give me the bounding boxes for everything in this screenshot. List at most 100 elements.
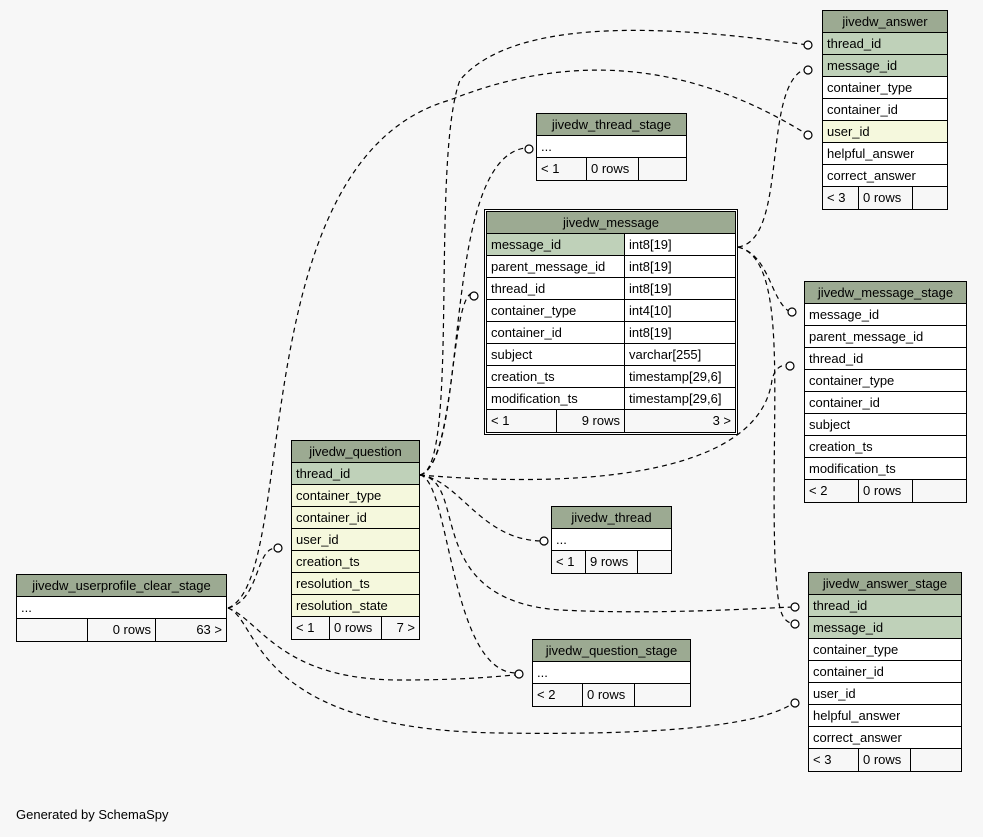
row-count: 0 rows (330, 617, 382, 639)
edge-question-thread (419, 474, 543, 542)
parents-count: < 2 (533, 684, 583, 706)
table-header: jivedw_question (292, 441, 419, 463)
column: parent_message_id (809, 329, 924, 344)
table-header: jivedw_thread_stage (537, 114, 686, 136)
parents-count: < 3 (823, 187, 859, 209)
edge-end-circle (539, 536, 549, 546)
edge-end-circle (514, 669, 524, 679)
column: helpful_answer (827, 146, 915, 161)
table-header: jivedw_thread (552, 507, 671, 529)
column: message_id (813, 620, 884, 635)
edge-question-message-thread (419, 292, 473, 476)
column: creation_ts (809, 439, 873, 454)
edge-end-circle (787, 307, 797, 317)
children-count (913, 187, 947, 209)
column-type: varchar[255] (629, 347, 702, 362)
column: container_id (827, 102, 898, 117)
column: thread_id (809, 351, 864, 366)
edge-end-circle (524, 144, 534, 154)
edge-userprofile-answer-stage-user (227, 607, 796, 734)
column: ... (556, 532, 567, 547)
column: ... (537, 665, 548, 680)
column: container_type (813, 642, 899, 657)
edge-end-circle (803, 65, 813, 75)
column: parent_message_id (487, 256, 625, 277)
row-count: 0 rows (859, 480, 913, 502)
table-jivedw-question[interactable]: jivedw_question thread_id container_type… (291, 440, 420, 640)
column: correct_answer (827, 168, 916, 183)
edge-end-circle (469, 291, 479, 301)
row-count: 0 rows (587, 158, 639, 180)
column-type: int8[19] (625, 234, 735, 255)
parents-count: < 1 (537, 158, 587, 180)
row-count: 9 rows (586, 551, 638, 573)
column: correct_answer (813, 730, 902, 745)
column: container_type (487, 300, 625, 321)
table-jivedw-answer-stage[interactable]: jivedw_answer_stage thread_id message_id… (808, 572, 962, 772)
column: ... (541, 139, 552, 154)
edge-end-circle (803, 40, 813, 50)
parents-count: < 1 (292, 617, 330, 639)
column-type: int8[19] (629, 259, 672, 274)
table-header: jivedw_answer (823, 11, 947, 33)
table-jivedw-answer[interactable]: jivedw_answer thread_id message_id conta… (822, 10, 948, 210)
column: user_id (813, 686, 856, 701)
table-jivedw-thread[interactable]: jivedw_thread ... < 1 9 rows (551, 506, 672, 574)
table-header: jivedw_answer_stage (809, 573, 961, 595)
children-count: 7 > (396, 620, 415, 635)
column: message_id (487, 234, 625, 255)
row-count: 0 rows (583, 684, 635, 706)
edge-end-circle (785, 361, 795, 371)
table-jivedw-thread-stage[interactable]: jivedw_thread_stage ... < 1 0 rows (536, 113, 687, 181)
children-count (913, 480, 966, 502)
column: thread_id (827, 36, 882, 51)
row-count: 0 rows (88, 619, 156, 641)
column: thread_id (487, 278, 625, 299)
edge-message-answer-message (737, 67, 809, 248)
column-type: int4[10] (629, 303, 672, 318)
column-type: timestamp[29,6] (629, 391, 722, 406)
column: ... (21, 600, 32, 615)
parents-count: < 1 (487, 410, 557, 432)
column: message_id (809, 307, 880, 322)
column: helpful_answer (813, 708, 901, 723)
column-type: timestamp[29,6] (629, 369, 722, 384)
column: resolution_state (296, 598, 388, 613)
generated-by-label: Generated by SchemaSpy (16, 807, 169, 822)
edge-message-message-stage-message (737, 246, 791, 313)
table-header: jivedw_userprofile_clear_stage (17, 575, 226, 597)
edge-end-circle (273, 543, 283, 553)
column-type: int8[19] (629, 325, 672, 340)
edge-question-thread-stage (419, 147, 526, 476)
row-count: 0 rows (859, 749, 911, 771)
edge-message-answer-stage-message (737, 246, 796, 625)
edge-userprofile-answer-user (227, 69, 809, 609)
table-header: jivedw_message (487, 212, 735, 234)
column: subject (809, 417, 851, 432)
column: user_id (827, 124, 870, 139)
edge-end-circle (790, 602, 800, 612)
row-count: 0 rows (859, 187, 913, 209)
edge-question-message-stage-thread (419, 363, 791, 481)
children-count (635, 684, 690, 706)
column: modification_ts (487, 388, 625, 409)
edge-end-circle (803, 130, 813, 140)
parents-count: < 1 (552, 551, 586, 573)
column: thread_id (813, 598, 868, 613)
children-count: 3 > (712, 413, 731, 428)
table-jivedw-message-stage[interactable]: jivedw_message_stage message_id parent_m… (804, 281, 967, 503)
table-jivedw-question-stage[interactable]: jivedw_question_stage ... < 2 0 rows (532, 639, 691, 707)
column: container_id (487, 322, 625, 343)
children-count (639, 158, 686, 180)
row-count: 9 rows (557, 410, 625, 432)
table-jivedw-userprofile-clear-stage[interactable]: jivedw_userprofile_clear_stage ... 0 row… (16, 574, 227, 642)
parents-count: < 2 (805, 480, 859, 502)
column: container_type (827, 80, 913, 95)
edge-question-answer-thread (419, 29, 809, 476)
column-type: int8[19] (629, 281, 672, 296)
table-header: jivedw_message_stage (805, 282, 966, 304)
edge-userprofile-question-user (227, 547, 276, 609)
column: creation_ts (487, 366, 625, 387)
